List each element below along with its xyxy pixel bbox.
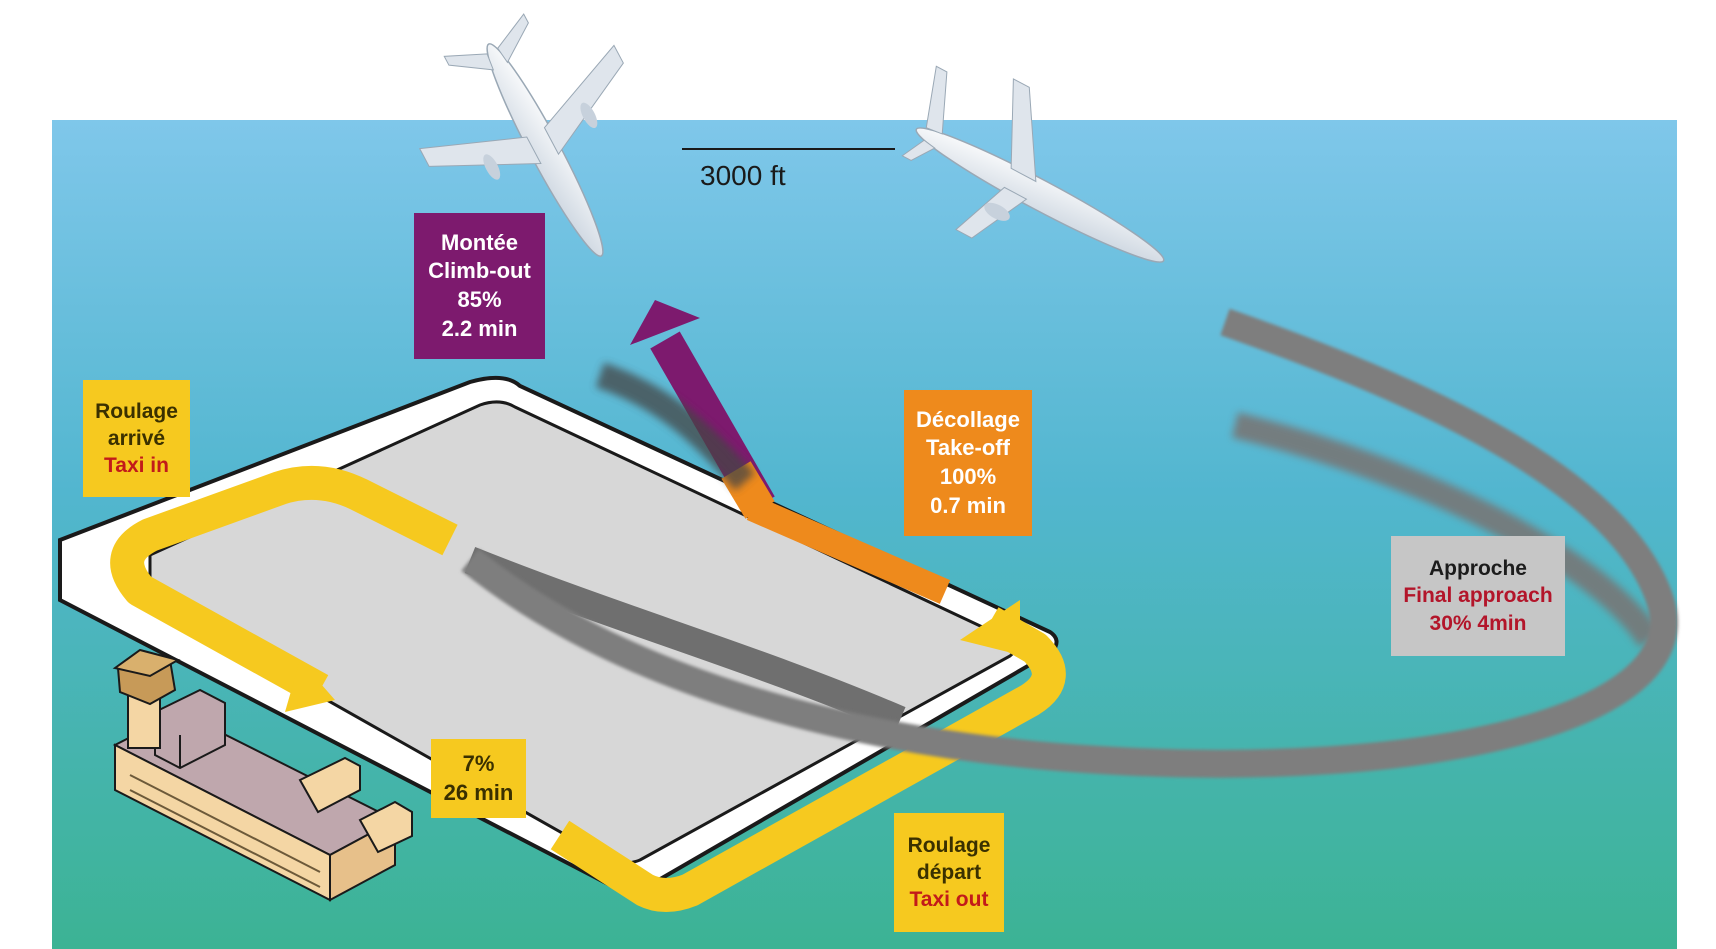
- climb-out-en: Climb-out: [428, 258, 531, 284]
- taxi-out-label: Roulage départ Taxi out: [894, 813, 1004, 932]
- approach-label: Approche Final approach 30% 4min: [1391, 536, 1565, 656]
- take-off-time: 0.7 min: [930, 492, 1006, 518]
- climb-out-time: 2.2 min: [441, 315, 518, 341]
- runway-shadow-stripe: [464, 547, 906, 733]
- climb-out-fr: Montée: [441, 229, 518, 255]
- taxi-in-label: Roulage arrivé Taxi in: [83, 380, 190, 497]
- taxi-in-en: Taxi in: [104, 454, 169, 478]
- taxi-loop: [110, 465, 458, 705]
- terminal-building-icon: [112, 688, 413, 902]
- taxi-out-fr-1: Roulage: [907, 833, 991, 857]
- approach-thrust-time: 30% 4min: [1429, 611, 1527, 635]
- take-off-thrust: 100%: [939, 464, 997, 489]
- taxi-out-loop: [550, 607, 1066, 912]
- idle-label: 7% 26 min: [431, 739, 526, 818]
- idle-time: 26 min: [443, 779, 514, 805]
- taxi-out-en: Taxi out: [909, 888, 989, 912]
- taxi-in-fr-2: arrivé: [107, 426, 166, 450]
- taxi-arrow-in: [285, 660, 335, 712]
- taxi-in-fr-1: Roulage: [95, 399, 178, 423]
- taxi-out-fr-2: départ: [916, 860, 982, 884]
- climb-out-label: Montée Climb-out 85% 2.2 min: [414, 213, 545, 359]
- airplane-icon: [418, 13, 624, 257]
- approach-path-far: [1231, 412, 1662, 648]
- climb-out-thrust: 85%: [457, 287, 502, 312]
- airplane-icon: [901, 65, 1165, 263]
- idle-thrust: 7%: [462, 750, 495, 776]
- control-tower-icon: [112, 648, 181, 749]
- approach-path: [461, 308, 1678, 778]
- approach-fr: Approche: [1428, 557, 1527, 581]
- take-off-label: Décollage Take-off 100% 0.7 min: [904, 390, 1032, 536]
- take-off-fr: Décollage: [916, 406, 1020, 432]
- altitude-label: 3000 ft: [700, 160, 786, 191]
- take-off-en: Take-off: [926, 435, 1010, 461]
- climb-shadow: [595, 362, 755, 491]
- taxi-arrow-out: [960, 600, 1020, 655]
- approach-en: Final approach: [1403, 584, 1553, 608]
- takeoff-segment: [746, 496, 951, 604]
